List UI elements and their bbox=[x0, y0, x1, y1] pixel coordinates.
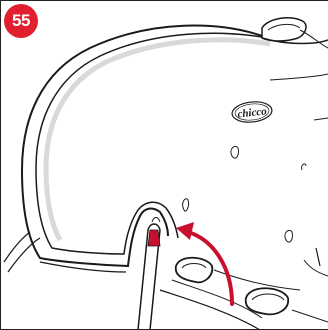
harness-post bbox=[138, 218, 160, 330]
step-number-badge: 55 bbox=[4, 4, 38, 38]
seat-shell bbox=[22, 18, 328, 266]
harness-slots bbox=[160, 248, 328, 330]
stitch-marks bbox=[183, 146, 306, 242]
chicco-logo-icon: chicco bbox=[231, 100, 273, 124]
